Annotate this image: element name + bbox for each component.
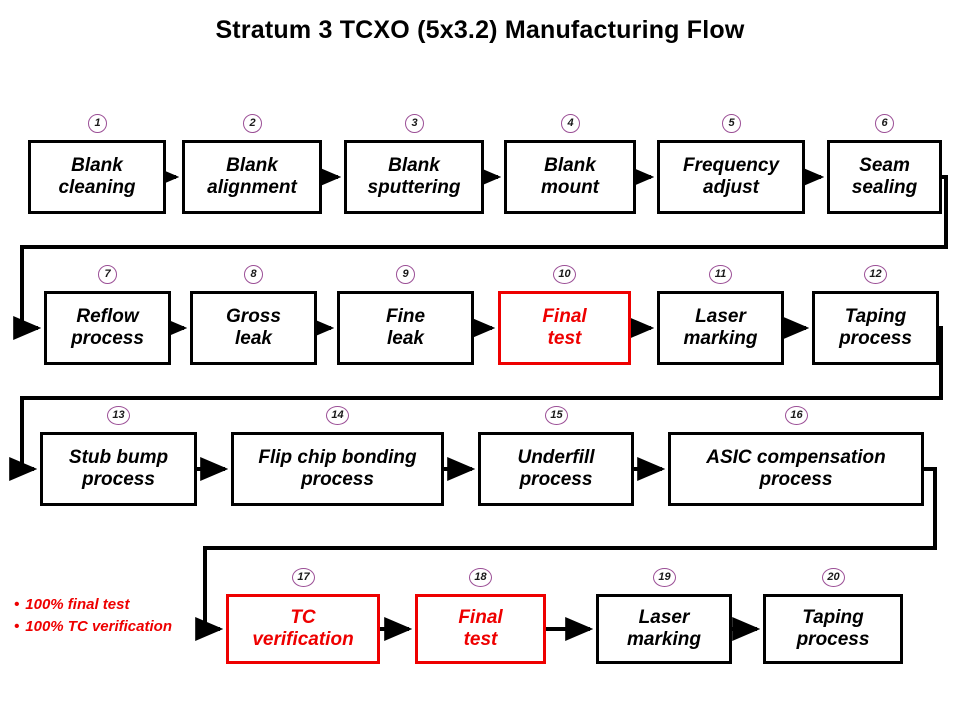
step-number-badge: 20 xyxy=(822,568,845,587)
notes-list: • 100% final test • 100% TC verification xyxy=(14,596,194,640)
step-number-badge: 16 xyxy=(785,406,808,425)
bullet-icon: • xyxy=(14,617,20,635)
step-number-badge: 14 xyxy=(326,406,349,425)
step-number-badge: 6 xyxy=(875,114,894,133)
bullet-icon: • xyxy=(14,596,20,613)
step-number-badge: 11 xyxy=(709,265,732,284)
note-text: 100% final test xyxy=(25,596,130,613)
step-number-badge: 1 xyxy=(88,114,107,133)
step-number-badge: 3 xyxy=(405,114,424,133)
step-number-badge: 18 xyxy=(469,568,492,587)
step-number-badge: 4 xyxy=(561,114,580,133)
step-number-badge: 15 xyxy=(545,406,568,425)
page-title: Stratum 3 TCXO (5x3.2) Manufacturing Flo… xyxy=(215,16,745,44)
step-number-badge: 17 xyxy=(292,568,315,587)
step-number-badge: 13 xyxy=(107,406,130,425)
step-number-badge: 2 xyxy=(243,114,262,133)
note-text: 100% TC verification xyxy=(25,617,172,635)
step-number-badge: 5 xyxy=(722,114,741,133)
step-number-badge: 12 xyxy=(864,265,887,284)
step-number-badge: 19 xyxy=(653,568,676,587)
note-item: • 100% final test xyxy=(14,596,194,615)
step-number-badge: 9 xyxy=(396,265,415,284)
note-item: • 100% TC verification xyxy=(14,618,194,637)
step-number-badge: 8 xyxy=(244,265,263,284)
step-number-badge: 7 xyxy=(98,265,117,284)
step-number-badge: 10 xyxy=(553,265,576,284)
inline-arrows xyxy=(151,165,825,641)
